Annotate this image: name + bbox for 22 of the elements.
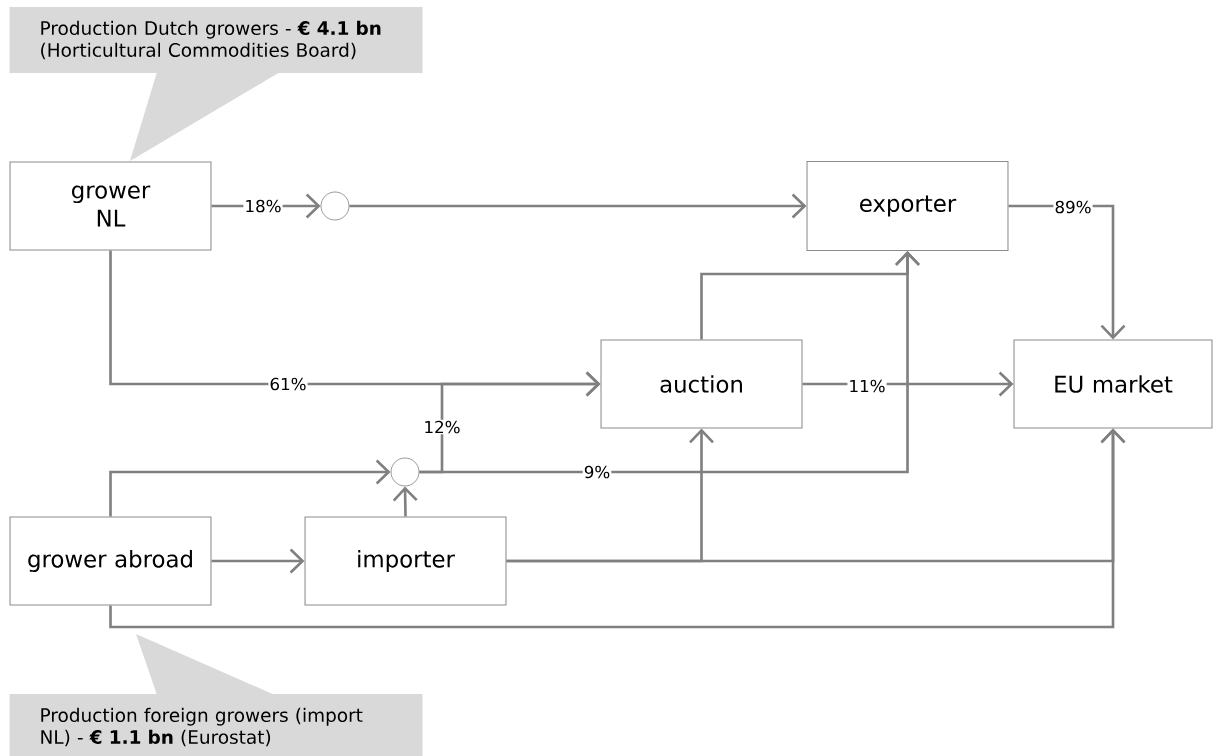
process-box: importer — [304, 516, 507, 606]
edge-label: 18% — [243, 198, 283, 214]
process-box: grower NL — [9, 161, 212, 251]
edge-label: 89% — [1053, 199, 1093, 215]
process-box: exporter — [806, 160, 1009, 251]
process-box: grower abroad — [9, 516, 212, 606]
arrow — [211, 548, 305, 574]
junction-circle — [320, 191, 350, 221]
edge-label: 61% — [268, 376, 308, 392]
process-box: EU market — [1013, 339, 1213, 429]
arrow — [109, 428, 1126, 629]
callout: Production Dutch growers - € 4.1 bn (Horticultural Commodities Board) — [9, 7, 423, 161]
arrow — [109, 459, 391, 517]
edge-label: 11% — [847, 378, 887, 394]
arrow — [700, 251, 920, 340]
arrow — [392, 486, 418, 517]
edge-label: 9% — [582, 464, 612, 480]
process-box: auction — [600, 339, 803, 429]
callout: Production foreign growers (import NL) - € 1.1 bn (Eurostat) — [9, 634, 423, 756]
arrow — [349, 193, 807, 219]
junction-circle — [390, 457, 420, 487]
edge-label: 12% — [422, 419, 462, 435]
